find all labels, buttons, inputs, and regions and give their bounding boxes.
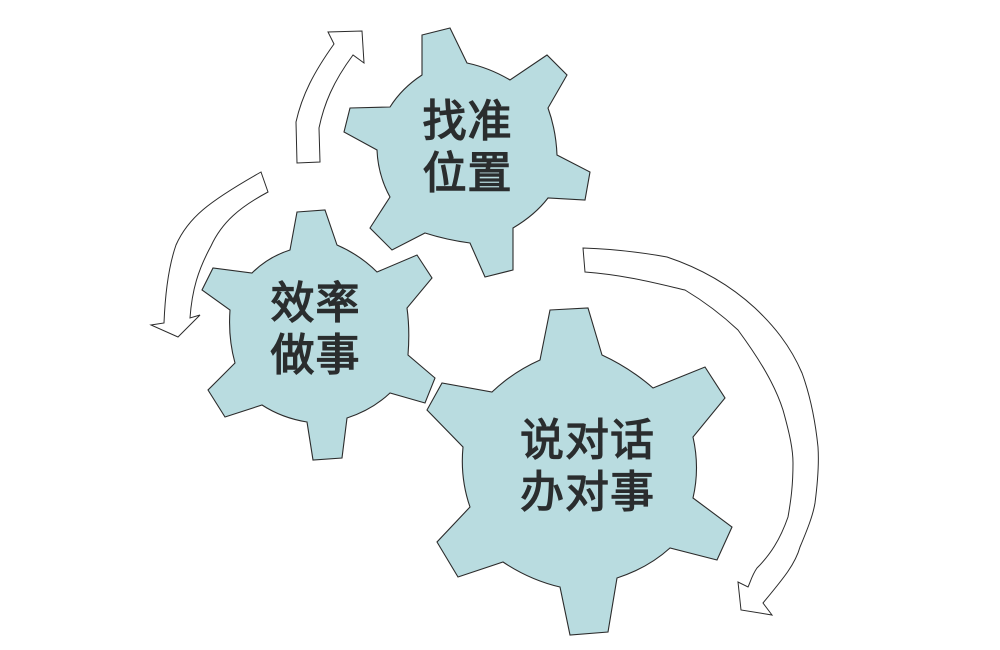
gear-label-top: 找准 位置 xyxy=(400,96,535,200)
gear-top-shape xyxy=(343,27,591,278)
curved-arrow-down-icon xyxy=(149,171,269,338)
gear-label-line: 效率 xyxy=(270,278,361,329)
gear-label-line: 找准 xyxy=(422,96,513,147)
gear-bottom-shape xyxy=(426,307,733,636)
gear-label-line: 办对事 xyxy=(519,466,655,518)
gear-label-middle: 效率 做事 xyxy=(248,278,383,382)
gear-label-line: 说对话 xyxy=(519,414,655,466)
gear-label-line: 位置 xyxy=(422,147,513,199)
gear-label-bottom: 说对话 办对事 xyxy=(500,414,675,519)
gear-label-line: 做事 xyxy=(270,329,361,381)
curved-arrow-up-icon xyxy=(295,30,365,164)
gear-middle-shape xyxy=(201,209,436,461)
curved-arrow-clockwise-icon xyxy=(582,247,819,616)
